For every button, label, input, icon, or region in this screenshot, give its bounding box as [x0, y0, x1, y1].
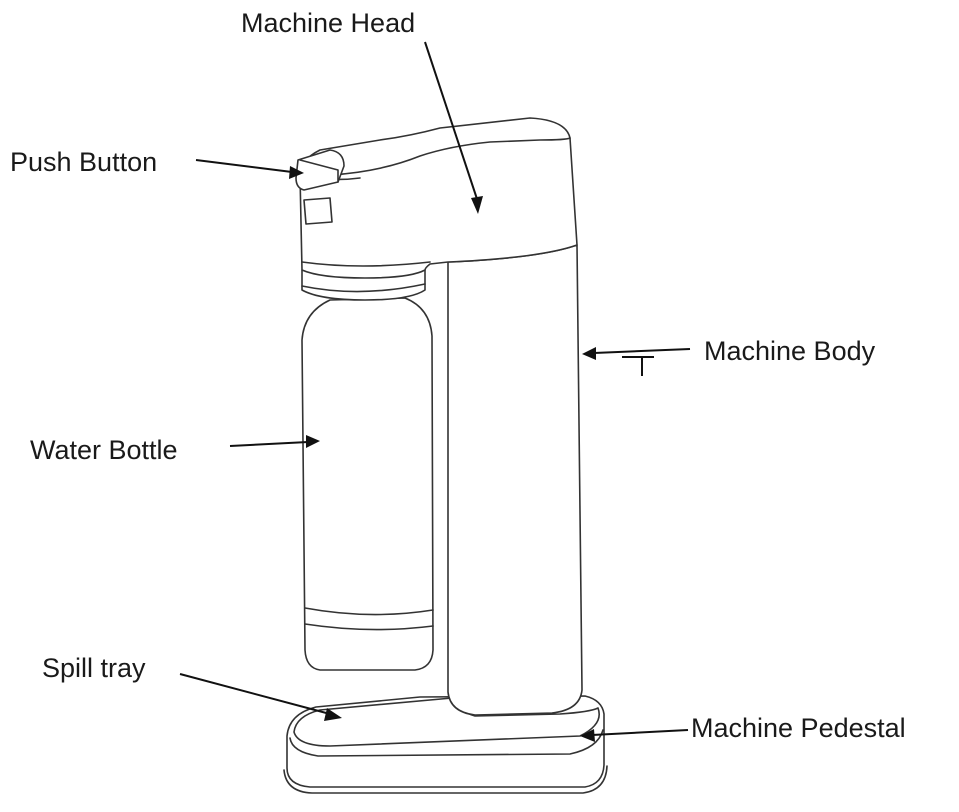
label-machine-pedestal: Machine Pedestal — [691, 713, 906, 743]
arrow-machine-body — [582, 347, 691, 376]
arrow-water-bottle — [229, 435, 320, 448]
arrow-machine-head — [424, 41, 483, 214]
water-bottle — [301, 297, 434, 671]
machine-head — [299, 117, 578, 279]
push-button — [295, 149, 345, 225]
label-water-bottle: Water Bottle — [30, 435, 178, 465]
label-push-button: Push Button — [10, 147, 158, 177]
arrow-spill-tray — [179, 673, 342, 721]
label-machine-head: Machine Head — [241, 8, 416, 38]
label-machine-body: Machine Body — [704, 336, 876, 366]
machine-body — [447, 244, 583, 716]
label-spill-tray: Spill tray — [42, 653, 146, 683]
arrow-push-button — [195, 159, 304, 179]
arrow-machine-pedestal — [580, 729, 689, 742]
